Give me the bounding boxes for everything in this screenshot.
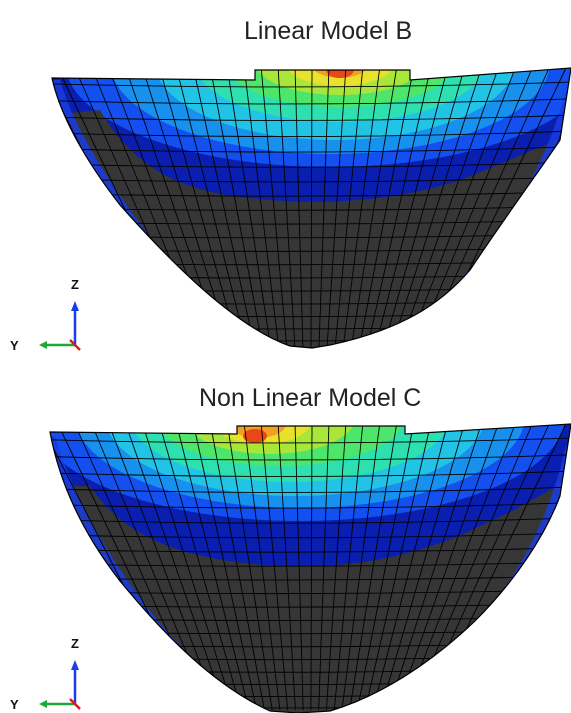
panel-title-linear-model-b: Linear Model B — [244, 17, 413, 45]
axis-triad-b: Z Y — [10, 277, 81, 353]
mesh-line-vertical — [243, 68, 281, 348]
contour-band-8 — [230, 424, 286, 438]
mesh-line-vertical — [371, 68, 449, 348]
mesh-line-horizontal — [52, 129, 571, 137]
mesh-line-vertical — [386, 68, 483, 348]
mesh-line-horizontal — [50, 469, 571, 477]
mesh-line-vertical — [395, 424, 500, 711]
mesh-line-vertical — [372, 424, 449, 711]
mesh-line-horizontal — [52, 145, 571, 153]
x-axis-marker — [69, 698, 81, 710]
mesh-line-horizontal — [50, 424, 571, 427]
z-axis-arrowhead — [71, 301, 79, 311]
dam-outline — [51, 67, 571, 349]
panel-title-nonlinear-model-c: Non Linear Model C — [199, 384, 422, 412]
mesh-line-horizontal — [50, 453, 571, 461]
mesh-line-horizontal — [50, 546, 571, 553]
axis-triad-c: Z Y — [10, 636, 81, 712]
mesh-line-horizontal — [50, 516, 571, 524]
nonlinear-model-c-contour-plot: Z Y — [10, 423, 571, 713]
mesh-line-vertical — [294, 68, 304, 348]
mesh-line-vertical — [387, 424, 483, 711]
mesh-line-vertical — [379, 68, 466, 348]
contour-peak — [243, 429, 267, 443]
mesh-line-vertical — [277, 68, 297, 348]
z-axis-label: Z — [71, 277, 79, 292]
mesh-line-vertical — [226, 68, 274, 348]
y-axis-label: Y — [10, 338, 19, 353]
dam-outline — [49, 423, 571, 713]
x-axis-marker — [69, 339, 81, 351]
mesh-line-vertical — [363, 68, 432, 348]
z-axis-arrowhead — [71, 660, 79, 670]
y-axis-arrowhead — [39, 700, 47, 708]
mesh-line-horizontal — [52, 80, 571, 88]
mesh-line-horizontal — [52, 113, 571, 121]
mesh-line-vertical — [333, 68, 364, 348]
mesh-line-horizontal — [50, 531, 571, 539]
mesh-line-horizontal — [20, 357, 571, 363]
mesh-line-vertical — [348, 68, 398, 348]
mesh-line-horizontal — [52, 97, 571, 105]
nonlinear-model-c-mesh-body — [49, 423, 571, 713]
y-axis-label: Y — [10, 697, 19, 712]
mesh-line-horizontal — [52, 68, 571, 71]
mesh-line-horizontal — [50, 485, 571, 493]
z-axis-label: Z — [71, 636, 79, 651]
mesh-line-vertical — [403, 424, 517, 711]
mesh-line-vertical — [310, 68, 313, 348]
y-axis-arrowhead — [39, 341, 47, 349]
mesh-line-vertical — [175, 68, 251, 348]
mesh-line-vertical — [325, 68, 347, 348]
mesh-line-vertical — [341, 68, 381, 348]
mesh-line-vertical — [356, 68, 415, 348]
mesh-line-vertical — [394, 68, 500, 348]
linear-model-b-mesh-body — [20, 67, 571, 363]
linear-model-b-contour-plot: Z Y — [10, 67, 571, 363]
contour-band-7 — [285, 68, 395, 86]
mesh-line-horizontal — [50, 436, 571, 444]
mesh-line-vertical — [380, 424, 466, 711]
mesh-line-vertical — [192, 68, 258, 348]
mesh-line-horizontal — [52, 160, 571, 168]
mesh-line-vertical — [364, 424, 432, 711]
mesh-line-vertical — [318, 68, 330, 348]
contour-band-6 — [255, 68, 425, 95]
mesh-line-vertical — [209, 68, 266, 348]
mesh-line-vertical — [260, 68, 289, 348]
mesh-line-horizontal — [50, 501, 571, 509]
